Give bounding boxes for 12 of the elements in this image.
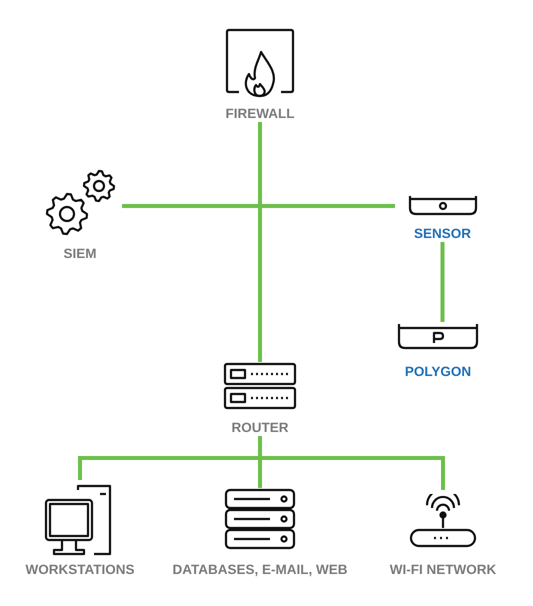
node-label: POLYGON	[404, 364, 472, 380]
connector-line	[440, 242, 444, 322]
connector-line	[122, 204, 395, 208]
connector-line	[258, 436, 262, 488]
node-label: FIREWALL	[226, 106, 294, 122]
node-label: DATABASES, E-MAIL, WEB	[172, 562, 348, 578]
connector-line	[258, 122, 262, 362]
node-label: SIEM	[63, 246, 96, 262]
node-label: WI-FI NETWORK	[390, 562, 496, 578]
node-label: WORKSTATIONS	[26, 562, 134, 578]
node-label: ROUTER	[232, 420, 288, 436]
node-label: SENSOR	[414, 226, 471, 242]
